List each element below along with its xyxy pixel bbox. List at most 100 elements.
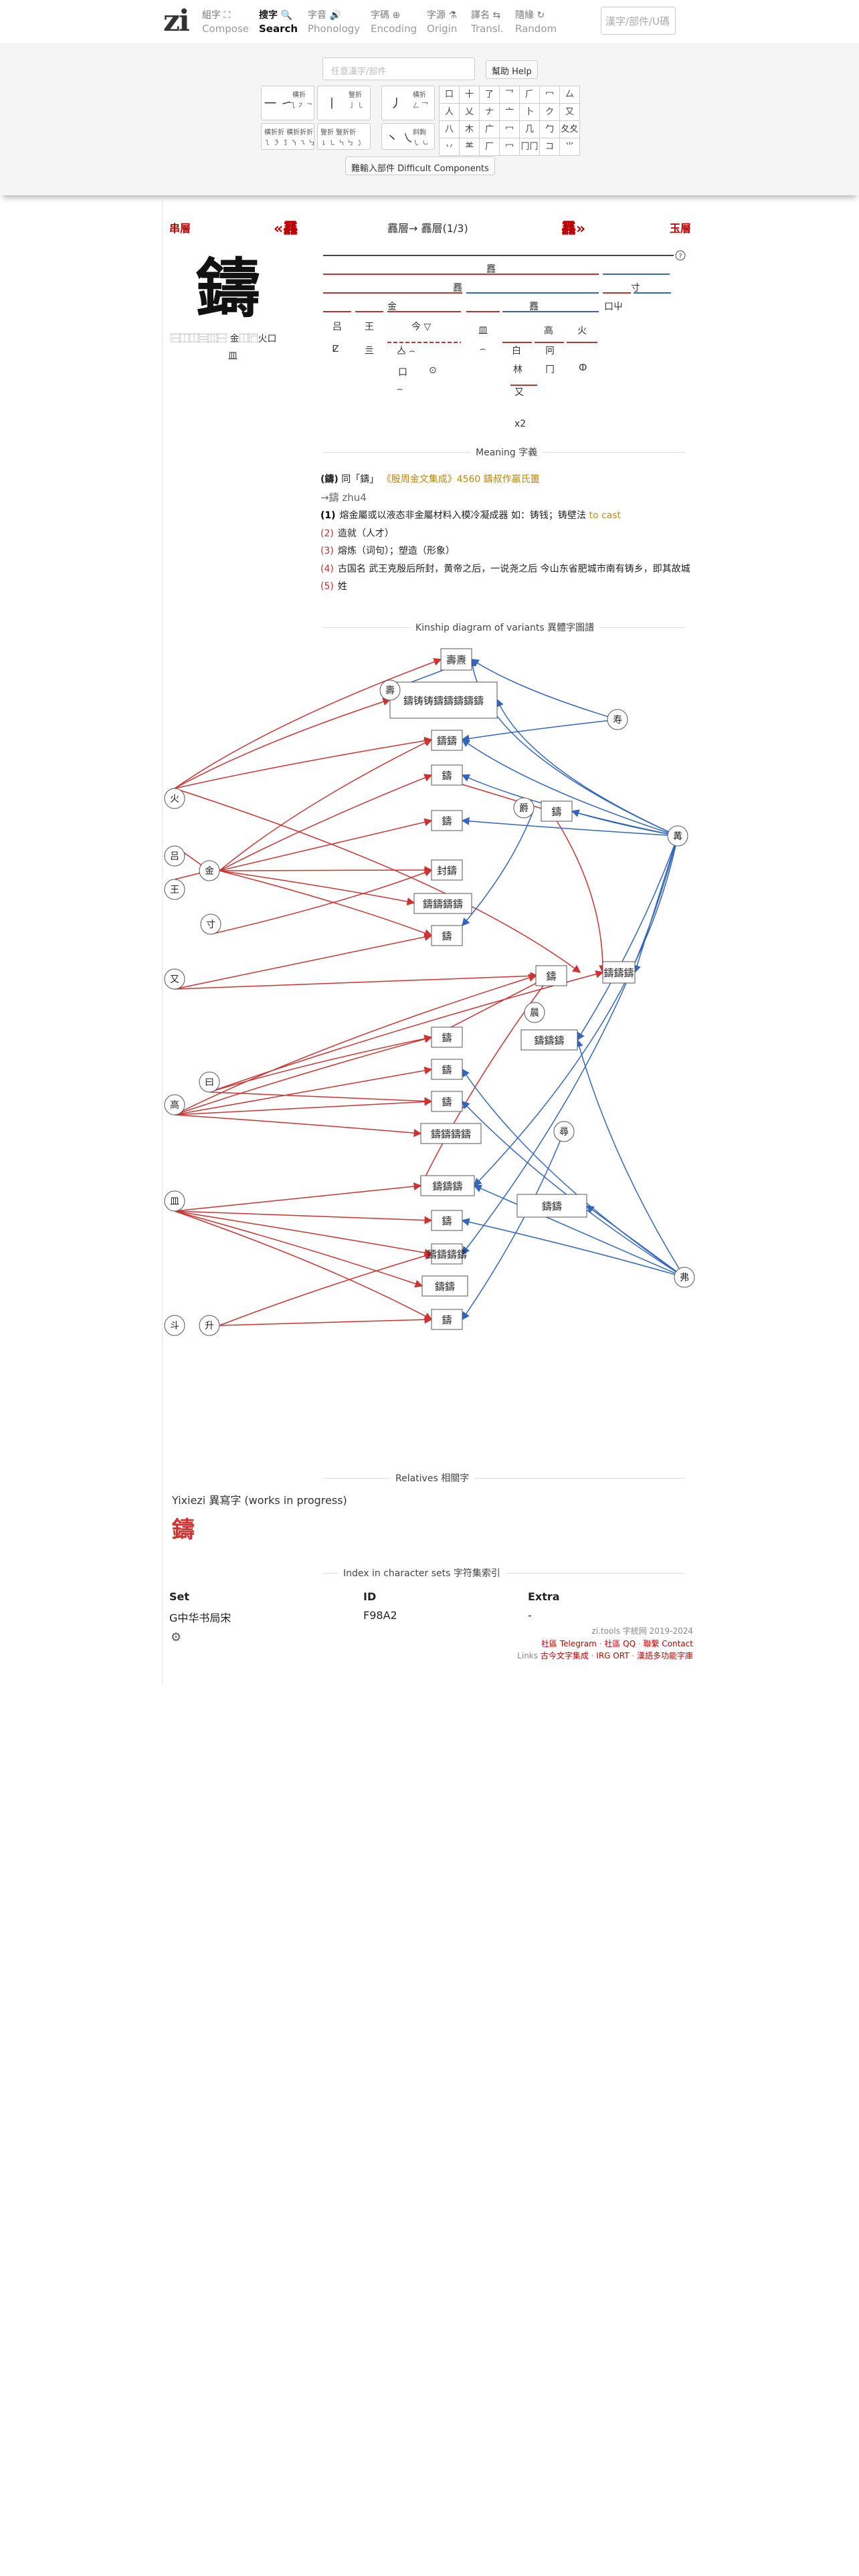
decomp-node[interactable]: 皿: [478, 326, 488, 336]
variant-node-label[interactable]: 鑄鑄鑄鑄: [423, 898, 463, 910]
component-key[interactable]: 丷: [440, 138, 460, 156]
stroke-hzz-key[interactable]: 橫折折 橫折折折 ㇅ ㇋ ㇌ ㇎ ㇍ ㇉: [261, 123, 315, 150]
component-node-label[interactable]: 晨: [530, 1008, 539, 1018]
variant-node-label[interactable]: 鑄鑄鑄: [534, 1035, 564, 1047]
footer-link[interactable]: 社區 QQ: [604, 1638, 636, 1648]
variant-node-label[interactable]: 鑄: [442, 1314, 452, 1326]
component-key[interactable]: ク: [540, 104, 560, 121]
decomp-node[interactable]: 吕: [332, 322, 342, 332]
component-node-label[interactable]: 斗: [170, 1321, 179, 1331]
component-node-circle[interactable]: [607, 709, 628, 730]
decomp-node[interactable]: 火: [577, 326, 587, 336]
decomp-node[interactable]: 亼 ⌢: [397, 346, 415, 356]
variant-node-box[interactable]: [420, 1123, 482, 1144]
variant-node-box[interactable]: [431, 764, 463, 786]
component-node-label[interactable]: 爵: [519, 803, 529, 814]
prev-link[interactable]: «䨺: [274, 221, 298, 237]
component-key[interactable]: 冖: [500, 121, 520, 138]
variant-node-label[interactable]: 鑄鑄: [542, 1200, 562, 1212]
component-key[interactable]: 冖: [500, 138, 520, 156]
variant-node-label[interactable]: 鑄鑄: [435, 1281, 455, 1293]
decomp-node[interactable]: 冂: [545, 364, 555, 375]
component-key[interactable]: 了: [480, 86, 500, 104]
difficult-components-button[interactable]: 難輸入部件 Difficult Components: [345, 156, 495, 175]
variant-node-box[interactable]: [413, 893, 472, 914]
component-key[interactable]: 勹: [540, 121, 560, 138]
component-node-circle[interactable]: [164, 1315, 185, 1336]
decomp-node[interactable]: 䨺: [453, 283, 462, 294]
nav-search[interactable]: 搜字 🔍Search: [259, 10, 298, 35]
variant-node-box[interactable]: [431, 730, 463, 751]
meaning-source-link[interactable]: 《殷周金文集成》4560 鑄叔作嬴氏簠: [381, 474, 540, 485]
component-node-label[interactable]: 壽: [385, 685, 395, 696]
component-key[interactable]: 厶: [560, 86, 580, 104]
decomp-node[interactable]: 冋: [545, 346, 555, 356]
component-node-label[interactable]: 尋: [559, 1127, 569, 1138]
variant-node-label[interactable]: 鑄鑄鑄: [432, 1180, 462, 1192]
component-node-label[interactable]: 升: [205, 1321, 214, 1331]
variant-node-box[interactable]: [431, 1210, 463, 1231]
component-key[interactable]: 木: [460, 121, 480, 138]
decomp-node[interactable]: 䨺: [529, 302, 539, 312]
top-search-input[interactable]: 漢字/部件/U碼: [601, 7, 676, 35]
component-key[interactable]: ⺌: [560, 138, 580, 156]
variant-node-label[interactable]: 鑄铸铸鑄鑄鑄鑄鑄: [403, 695, 484, 707]
component-node-circle[interactable]: [199, 1315, 220, 1336]
stroke-szz-key[interactable]: 豎折 豎折折 ㇙ ㇗ ㇞ ㇉ ㇁: [317, 123, 371, 150]
component-key[interactable]: 又: [560, 104, 580, 121]
nav-translation[interactable]: 譯名 ⇆Transl.: [471, 10, 504, 35]
component-node-label[interactable]: 寸: [206, 920, 215, 930]
variant-node-box[interactable]: [431, 810, 463, 831]
prev-far-link[interactable]: 串層: [169, 222, 191, 235]
component-node-circle[interactable]: [674, 1267, 695, 1288]
component-key[interactable]: ナ: [480, 104, 500, 121]
component-node-label[interactable]: 寿: [613, 714, 622, 726]
component-key[interactable]: ⺷: [460, 138, 480, 156]
component-node-circle[interactable]: [164, 1190, 185, 1212]
component-node-circle[interactable]: [164, 845, 185, 867]
stroke-shu-key[interactable]: 丨 豎折 亅 ㇄: [317, 86, 371, 120]
component-key[interactable]: 乛: [500, 86, 520, 104]
stroke-pie-key[interactable]: 丿 橫折 𠃋 ⺂: [381, 86, 435, 120]
component-node-circle[interactable]: [553, 1121, 575, 1142]
help-button[interactable]: 幫助 Help: [486, 60, 538, 79]
nav-random[interactable]: 隨緣 ↻Random: [515, 10, 557, 35]
decomp-node[interactable]: 王: [365, 322, 374, 332]
decomp-node[interactable]: 白: [512, 346, 521, 356]
variant-node-box[interactable]: [431, 925, 463, 946]
component-node-label[interactable]: 皿: [170, 1196, 179, 1207]
stroke-heng-key[interactable]: 一 ㇀ 橫折 ⺄ ㇇ ㇖: [261, 86, 314, 120]
variant-node-label[interactable]: 鑄: [442, 1215, 452, 1227]
decomp-node[interactable]: ⌢: [397, 384, 403, 395]
decomp-node[interactable]: 亖: [365, 346, 374, 356]
variant-node-box[interactable]: [431, 1091, 463, 1112]
variant-node-box[interactable]: [431, 1309, 463, 1330]
component-node-circle[interactable]: [524, 1002, 545, 1023]
component-key[interactable]: 卜: [520, 104, 540, 121]
component-key[interactable]: 乂: [460, 104, 480, 121]
variant-node-label[interactable]: 壽燾: [446, 654, 466, 666]
next-link[interactable]: 䨺»: [561, 221, 586, 237]
variant-node-box[interactable]: [389, 681, 498, 719]
component-node-circle[interactable]: [379, 679, 401, 701]
component-node-label[interactable]: 又: [170, 974, 179, 985]
variant-node-box[interactable]: [541, 800, 573, 822]
component-key[interactable]: 亠: [500, 104, 520, 121]
component-node-circle[interactable]: [164, 788, 185, 809]
nav-origin[interactable]: 字源 ⚗Origin: [427, 10, 458, 35]
footer-link[interactable]: 社區 Telegram: [541, 1638, 597, 1648]
variant-node-box[interactable]: [431, 859, 463, 881]
variant-node-label[interactable]: 鑄: [546, 970, 556, 982]
variant-node-label[interactable]: 鑄: [551, 806, 561, 818]
variant-node-label[interactable]: 鑄: [442, 1096, 452, 1108]
component-key[interactable]: 厂: [480, 138, 500, 156]
decomp-node[interactable]: 今 ▽: [411, 322, 432, 332]
nav-phonology[interactable]: 字音 🔊Phonology: [308, 10, 361, 35]
component-node-circle[interactable]: [164, 968, 185, 990]
component-key[interactable]: 冖: [540, 86, 560, 104]
footer-link[interactable]: 漢語多功能字庫: [636, 1651, 693, 1661]
component-node-label[interactable]: 金: [205, 866, 214, 877]
footer-link[interactable]: IRG ORT: [596, 1651, 630, 1661]
footer-link[interactable]: 古今文字集成: [540, 1651, 589, 1661]
site-logo[interactable]: zi: [163, 4, 190, 38]
